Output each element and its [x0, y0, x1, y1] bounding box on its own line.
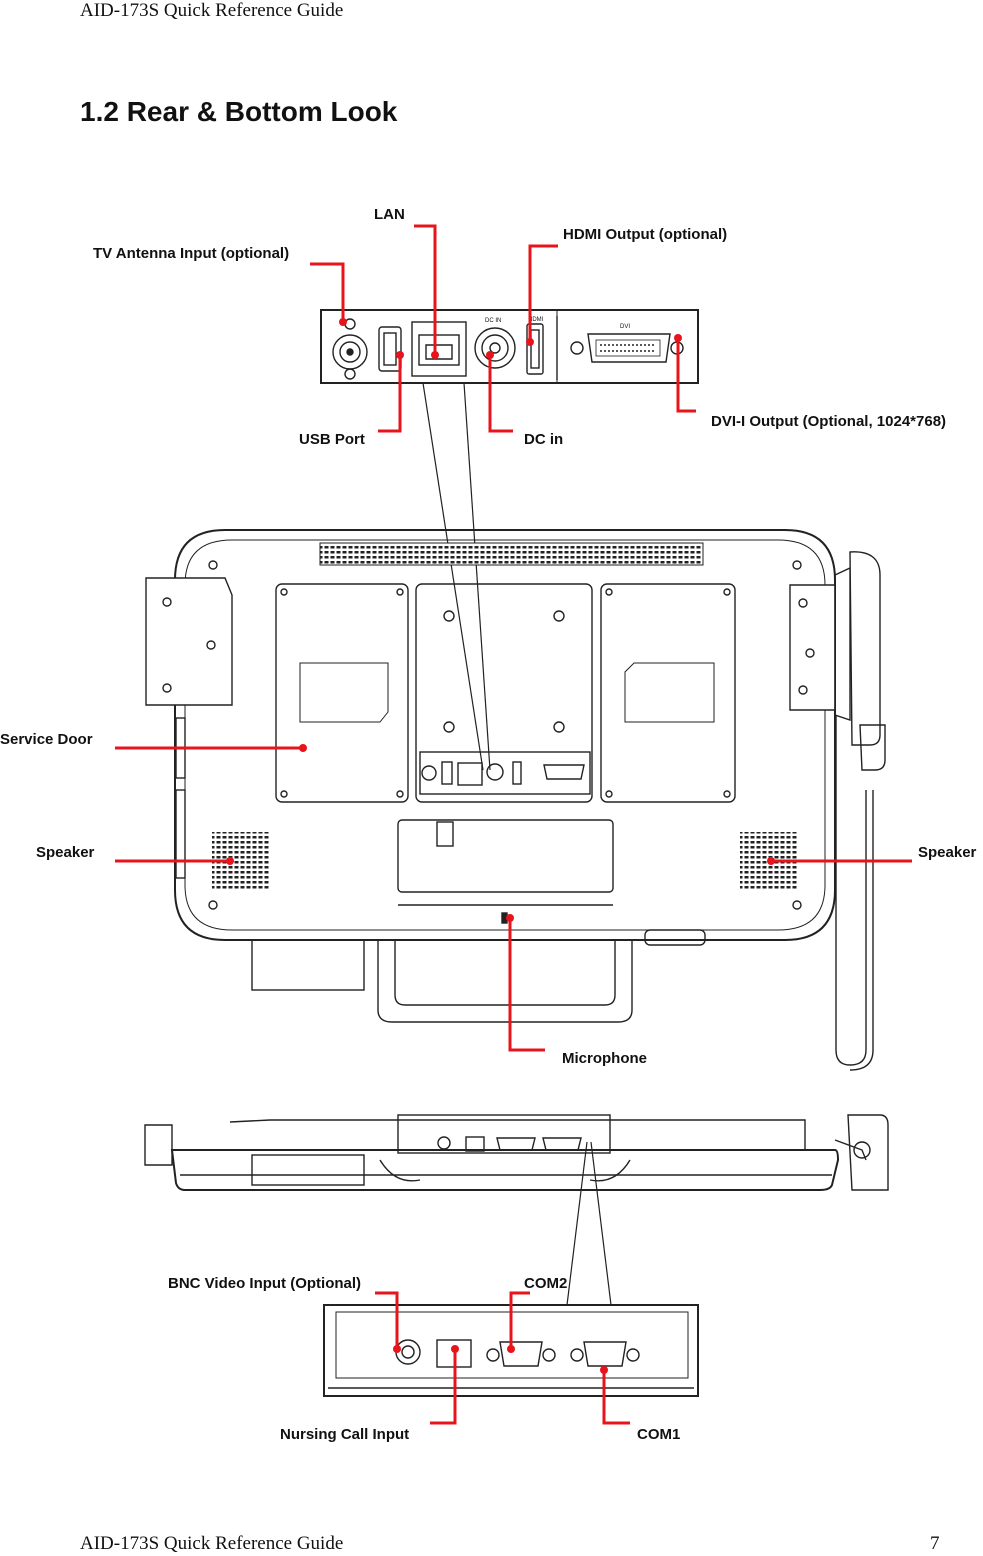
label-speaker-right: Speaker: [918, 844, 977, 861]
dvi-mark: DVI: [620, 324, 630, 330]
callout-dots: [226, 318, 775, 1374]
io-panel-closeup: [320, 309, 699, 384]
page-number: 7: [930, 1533, 940, 1554]
service-door: [275, 583, 409, 803]
label-dc-in: DC in: [524, 431, 563, 448]
bottom-view: [144, 1114, 889, 1191]
section-title: 1.2 Rear & Bottom Look: [80, 96, 398, 127]
bottom-zoom-lines: [566, 1141, 612, 1306]
hdmi-connector: [526, 323, 544, 375]
label-bnc: BNC Video Input (Optional): [168, 1275, 361, 1292]
label-service-door: Service Door: [0, 731, 93, 748]
dc-in-connector: [474, 327, 516, 369]
com1-connector: [570, 1341, 640, 1367]
dc-in-mark: DC IN: [485, 318, 501, 324]
label-speaker-left: Speaker: [36, 844, 95, 861]
label-lan: LAN: [374, 206, 405, 223]
label-com1: COM1: [637, 1426, 680, 1443]
label-dvi: DVI-I Output (Optional, 1024*768): [711, 413, 946, 430]
label-usb: USB Port: [299, 431, 365, 448]
callout-lines: [115, 224, 912, 1425]
com2-connector: [486, 1341, 556, 1367]
zoom-lines: [422, 382, 491, 771]
label-microphone: Microphone: [562, 1050, 647, 1067]
label-nursing-call: Nursing Call Input: [280, 1426, 409, 1443]
lan-connector: [411, 321, 467, 377]
page-header: AID-173S Quick Reference Guide: [80, 0, 344, 21]
label-com2: COM2: [524, 1275, 567, 1292]
hdmi-mark: HDMI: [528, 317, 544, 323]
rear-view: [145, 529, 886, 1071]
usb-connector: [378, 326, 402, 372]
page-footer: AID-173S Quick Reference Guide: [80, 1533, 344, 1554]
label-tv-antenna: TV Antenna Input (optional): [93, 245, 289, 262]
label-hdmi: HDMI Output (optional): [563, 226, 727, 243]
